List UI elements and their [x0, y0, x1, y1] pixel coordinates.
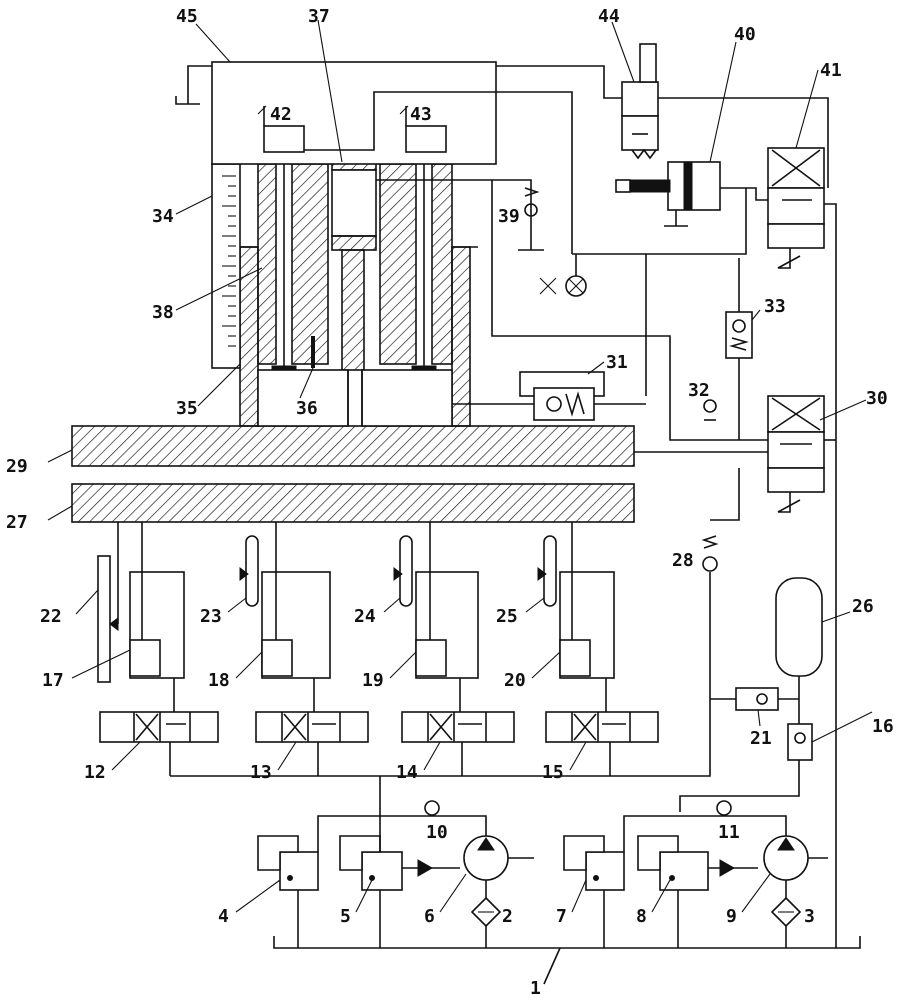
label-2: 2 — [502, 906, 513, 927]
label-3: 3 — [804, 906, 815, 927]
label-45: 45 — [176, 6, 198, 27]
label-42: 42 — [270, 104, 292, 125]
label-39: 39 — [498, 206, 520, 227]
label-34: 34 — [152, 206, 174, 227]
label-16: 16 — [872, 716, 894, 737]
label-4: 4 — [218, 906, 229, 927]
label-8: 8 — [636, 906, 647, 927]
label-9: 9 — [726, 906, 737, 927]
label-31: 31 — [606, 352, 628, 373]
valve-31 — [452, 372, 646, 420]
label-11: 11 — [718, 822, 740, 843]
label-44: 44 — [598, 6, 620, 27]
label-27: 27 — [6, 512, 28, 533]
label-21: 21 — [750, 728, 772, 749]
label-25: 25 — [496, 606, 518, 627]
label-29: 29 — [6, 456, 28, 477]
label-18: 18 — [208, 670, 230, 691]
label-5: 5 — [340, 906, 351, 927]
label-40: 40 — [734, 24, 756, 45]
label-32: 32 — [688, 380, 710, 401]
label-1: 1 — [530, 978, 541, 999]
directional-valves — [100, 678, 658, 776]
valve-30 — [634, 396, 836, 512]
label-38: 38 — [152, 302, 174, 323]
label-6: 6 — [424, 906, 435, 927]
label-12: 12 — [84, 762, 106, 783]
label-17: 17 — [42, 670, 64, 691]
upper-plate — [72, 426, 634, 466]
pump-units — [258, 776, 860, 984]
label-26: 26 — [852, 596, 874, 617]
label-23: 23 — [200, 606, 222, 627]
label-22: 22 — [40, 606, 62, 627]
label-43: 43 — [410, 104, 432, 125]
label-7: 7 — [556, 906, 567, 927]
label-37: 37 — [308, 6, 330, 27]
lower-plate — [72, 484, 634, 522]
label-35: 35 — [176, 398, 198, 419]
label-28: 28 — [672, 550, 694, 571]
label-36: 36 — [296, 398, 318, 419]
label-30: 30 — [866, 388, 888, 409]
label-33: 33 — [764, 296, 786, 317]
label-13: 13 — [250, 762, 272, 783]
label-24: 24 — [354, 606, 376, 627]
label-19: 19 — [362, 670, 384, 691]
ejector-cylinders — [98, 522, 614, 682]
label-14: 14 — [396, 762, 418, 783]
label-10: 10 — [426, 822, 448, 843]
label-20: 20 — [504, 670, 526, 691]
label-15: 15 — [542, 762, 564, 783]
label-41: 41 — [820, 60, 842, 81]
